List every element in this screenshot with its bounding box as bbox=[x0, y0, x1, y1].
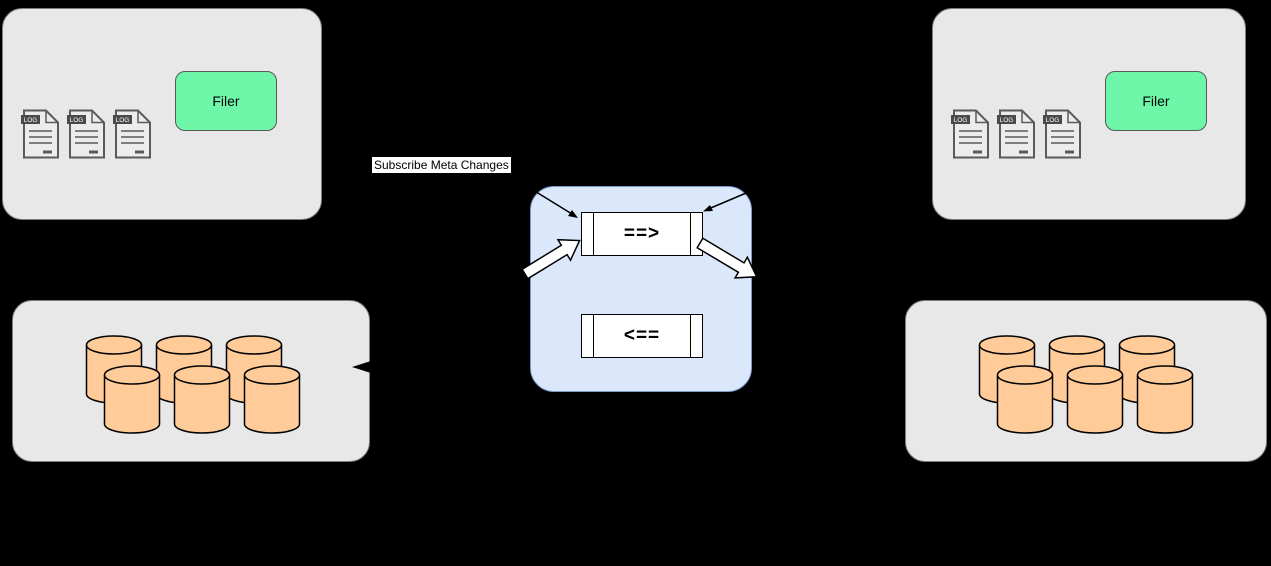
log-badge-text: LOG bbox=[954, 117, 968, 124]
log-file-icon: LOG bbox=[997, 109, 1035, 159]
volume-cylinder-icon bbox=[1136, 365, 1194, 434]
cluster-box-top-right: LOG LOG LOG Filer bbox=[932, 8, 1246, 220]
cluster-box-bottom-right bbox=[905, 300, 1267, 462]
log-file-icon: LOG bbox=[113, 109, 151, 159]
log-file-icon: LOG bbox=[21, 109, 59, 159]
message-queue-panel: ==> <== bbox=[530, 186, 752, 392]
volume-cylinder-icon bbox=[173, 365, 231, 434]
log-file-icon: LOG bbox=[67, 109, 105, 159]
log-badge-text: LOG bbox=[24, 117, 38, 124]
volume-cylinder-icon bbox=[1066, 365, 1124, 434]
volume-connector-arrowhead bbox=[352, 360, 374, 374]
log-file-icon: LOG bbox=[951, 109, 989, 159]
volume-cylinder-icon bbox=[243, 365, 301, 434]
volume-cylinder-icon bbox=[996, 365, 1054, 434]
log-badge-text: LOG bbox=[1046, 117, 1060, 124]
cluster-box-bottom-left bbox=[12, 300, 370, 462]
filer-node-left: Filer bbox=[175, 71, 277, 131]
log-file-icon: LOG bbox=[1043, 109, 1081, 159]
backward-queue: <== bbox=[581, 314, 703, 358]
filer-node-right: Filer bbox=[1105, 71, 1207, 131]
forward-queue: ==> bbox=[581, 212, 703, 256]
volume-cylinder-icon bbox=[103, 365, 161, 434]
log-badge-text: LOG bbox=[116, 117, 130, 124]
subscribe-meta-changes-label: Subscribe Meta Changes bbox=[372, 157, 511, 173]
log-badge-text: LOG bbox=[1000, 117, 1014, 124]
log-badge-text: LOG bbox=[70, 117, 84, 124]
cluster-box-top-left: LOG LOG LOG Filer bbox=[2, 8, 322, 220]
